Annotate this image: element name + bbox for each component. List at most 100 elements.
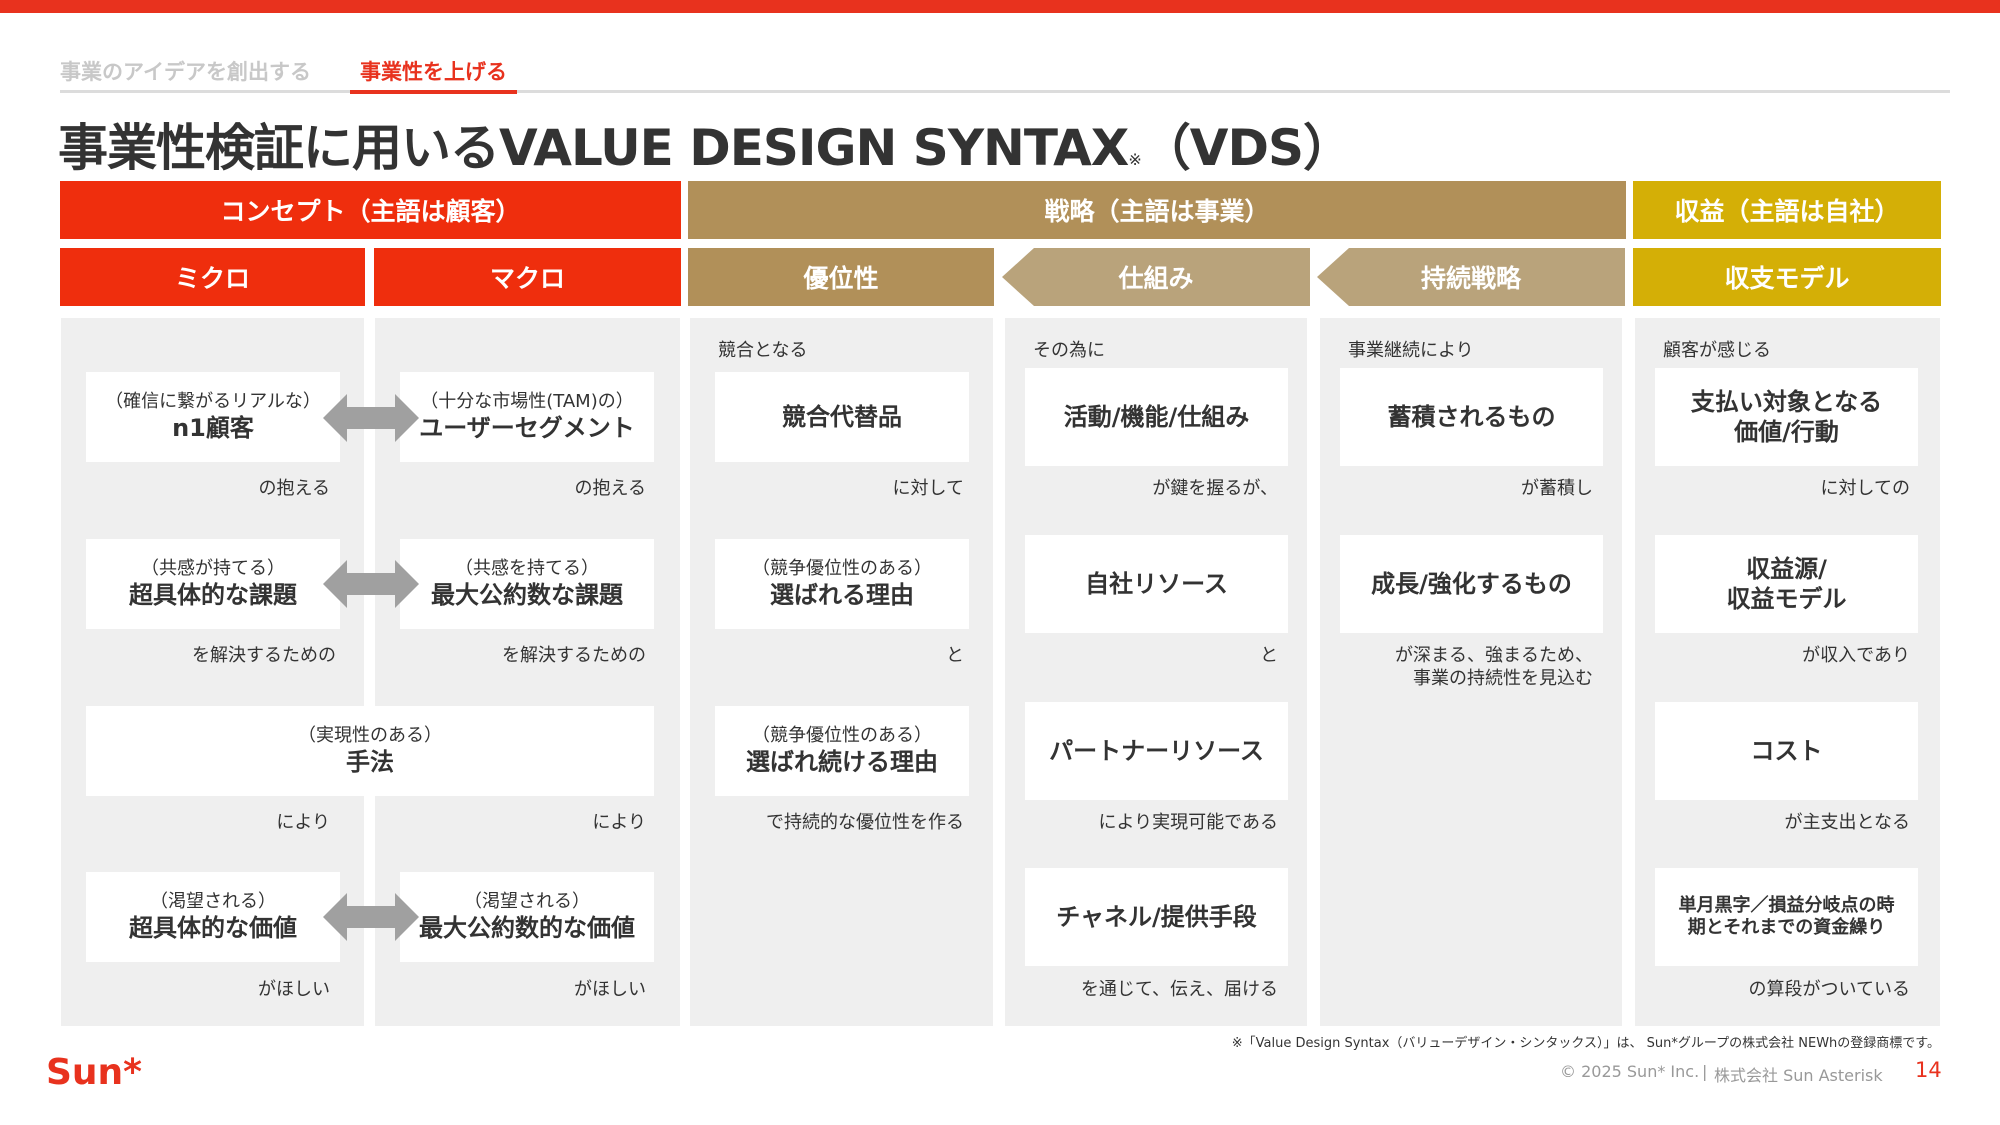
macro-r3-note: により [592, 812, 646, 833]
macro-r4-qualifier: （渇望される） [464, 890, 590, 912]
method-term: 手法 [346, 748, 394, 777]
macro-value-box: （渇望される） 最大公約数的な価値 [400, 872, 654, 962]
micro-problem-box: （共感が持てる） 超具体的な課題 [86, 539, 340, 629]
micro-r1-term: n1顧客 [172, 414, 254, 443]
lead-mechanism: その為に [1033, 340, 1105, 361]
title-mark: ※ [1128, 150, 1141, 169]
lead-sustain: 事業継続により [1348, 340, 1474, 361]
subheader-advantage: 優位性 [688, 248, 994, 306]
micro-r2-qualifier: （共感が持てる） [141, 557, 285, 579]
balance-cost-box: コスト [1655, 702, 1918, 800]
mechanism-r2-note: と [1260, 645, 1278, 666]
advantage-r2-term: 選ばれる理由 [770, 581, 914, 610]
method-box: （実現性のある） 手法 [86, 706, 654, 796]
macro-r2-qualifier: （共感を持てる） [455, 557, 599, 579]
micro-r4-note: がほしい [258, 979, 330, 1000]
macro-r2-term: 最大公約数な課題 [431, 581, 623, 610]
double-arrow-icon [323, 394, 419, 442]
tab-idea-creation[interactable]: 事業のアイデアを創出する [60, 60, 311, 84]
micro-r1-note: の抱える [258, 478, 330, 499]
copyright: © 2025 Sun* Inc. [1560, 1062, 1700, 1081]
balance-r1-note: に対しての [1820, 478, 1910, 499]
balance-revenue-model-box: 収益源/ 収益モデル [1655, 535, 1918, 633]
mechanism-r4-note: を通じて、伝え、届ける [1080, 979, 1278, 1000]
advantage-r1-note: に対して [892, 478, 964, 499]
advantage-r2-qualifier: （競争優位性のある） [752, 557, 932, 579]
company-name: 株式会社 Sun Asterisk [1714, 1066, 1883, 1085]
macro-r1-note: の抱える [574, 478, 646, 499]
balance-payment-box: 支払い対象となる 価値/行動 [1655, 368, 1918, 466]
mechanism-r1-note: が鍵を握るが、 [1152, 478, 1278, 499]
mechanism-activity-box: 活動/機能/仕組み [1025, 368, 1288, 466]
balance-r4-term-1: 単月黒字／損益分岐点の時 [1678, 894, 1895, 916]
mechanism-r1-term: 活動/機能/仕組み [1063, 403, 1250, 431]
mechanism-channel-box: チャネル/提供手段 [1025, 868, 1288, 966]
section-tabs: 事業のアイデアを創出する 事業性を上げる [60, 52, 1950, 94]
balance-r3-term: コスト [1750, 737, 1823, 765]
balance-breakeven-box: 単月黒字／損益分岐点の時 期とそれまでの資金繰り [1655, 868, 1918, 966]
top-accent-bar [0, 0, 2000, 13]
mechanism-partner-resource-box: パートナーリソース [1025, 702, 1288, 800]
advantage-reason-box: （競争優位性のある） 選ばれる理由 [715, 539, 969, 629]
advantage-competitor-box: 競合代替品 [715, 372, 969, 462]
micro-r1-qualifier: （確信に繋がるリアルな） [105, 390, 321, 412]
micro-r3-note: により [276, 812, 330, 833]
macro-r4-note: がほしい [574, 979, 646, 1000]
mechanism-r2-term: 自社リソース [1085, 570, 1228, 598]
balance-r2-term-2: 収益モデル [1726, 585, 1847, 613]
title-suffix: （VDS） [1140, 119, 1353, 177]
double-arrow-icon [323, 560, 419, 608]
advantage-r1-term: 競合代替品 [782, 403, 902, 431]
header-strategy: 戦略（主語は事業） [688, 181, 1626, 239]
header-revenue: 収益（主語は自社） [1633, 181, 1941, 239]
subheader-mechanism: 仕組み [1002, 248, 1310, 306]
sustain-accumulation-box: 蓄積されるもの [1340, 368, 1603, 466]
balance-r1-term-2: 価値/行動 [1734, 418, 1839, 446]
advantage-sustained-reason-box: （競争優位性のある） 選ばれ続ける理由 [715, 706, 969, 796]
sustain-r1-term: 蓄積されるもの [1387, 403, 1556, 431]
page-number: 14 [1915, 1058, 1942, 1082]
macro-r1-qualifier: （十分な市場性(TAM)の） [420, 390, 634, 412]
subheader-sustain: 持続戦略 [1317, 248, 1625, 306]
subheader-macro: マクロ [374, 248, 681, 306]
macro-r1-term: ユーザーセグメント [419, 414, 635, 443]
micro-r4-qualifier: （渇望される） [150, 890, 276, 912]
macro-r2-note: を解決するための [502, 645, 646, 666]
trademark-footnote: ※「Value Design Syntax（バリューデザイン・シンタックス）」は… [1231, 1036, 1940, 1051]
footer-separator: | [1702, 1062, 1708, 1081]
balance-r4-term-2: 期とそれまでの資金繰り [1687, 917, 1886, 938]
page-title: 事業性検証に用いるVALUE DESIGN SYNTAX※（VDS） [58, 108, 1353, 180]
header-concept: コンセプト（主語は顧客） [60, 181, 681, 239]
micro-r2-term: 超具体的な課題 [129, 581, 297, 610]
sustain-r2-term: 成長/強化するもの [1371, 570, 1572, 598]
advantage-r2-note: と [946, 645, 964, 666]
method-qualifier: （実現性のある） [298, 724, 442, 746]
macro-problem-box: （共感を持てる） 最大公約数な課題 [400, 539, 654, 629]
sustain-r2-note-1: が深まる、強まるため、 [1395, 645, 1593, 666]
balance-r4-note: の算段がついている [1748, 979, 1910, 1000]
subheader-balance: 収支モデル [1633, 248, 1941, 306]
sustain-growth-box: 成長/強化するもの [1340, 535, 1603, 633]
micro-r4-term: 超具体的な価値 [129, 914, 297, 943]
micro-value-box: （渇望される） 超具体的な価値 [86, 872, 340, 962]
sustain-r1-note: が蓄積し [1521, 478, 1593, 499]
advantage-r3-term: 選ばれ続ける理由 [746, 748, 938, 777]
balance-r2-term-1: 収益源/ [1746, 555, 1827, 583]
subheader-micro: ミクロ [60, 248, 365, 306]
double-arrow-icon [323, 893, 419, 941]
tab-business-viability[interactable]: 事業性を上げる [350, 56, 517, 94]
macro-r4-term: 最大公約数的な価値 [419, 914, 635, 943]
micro-n1-customer-box: （確信に繋がるリアルな） n1顧客 [86, 372, 340, 462]
lead-advantage: 競合となる [718, 340, 808, 361]
micro-r2-note: を解決するための [192, 645, 336, 666]
mechanism-own-resource-box: 自社リソース [1025, 535, 1288, 633]
balance-r2-note: が収入であり [1802, 645, 1910, 666]
advantage-r3-qualifier: （競争優位性のある） [752, 724, 932, 746]
sun-logo: Sun* [46, 1052, 143, 1093]
sustain-r2-note-2: 事業の持続性を見込む [1413, 668, 1593, 689]
title-main: 事業性検証に用いるVALUE DESIGN SYNTAX [58, 119, 1129, 177]
advantage-r3-note: で持続的な優位性を作る [766, 812, 964, 833]
balance-r3-note: が主支出となる [1784, 812, 1910, 833]
mechanism-r3-term: パートナーリソース [1049, 737, 1264, 765]
mechanism-r4-term: チャネル/提供手段 [1056, 903, 1257, 931]
